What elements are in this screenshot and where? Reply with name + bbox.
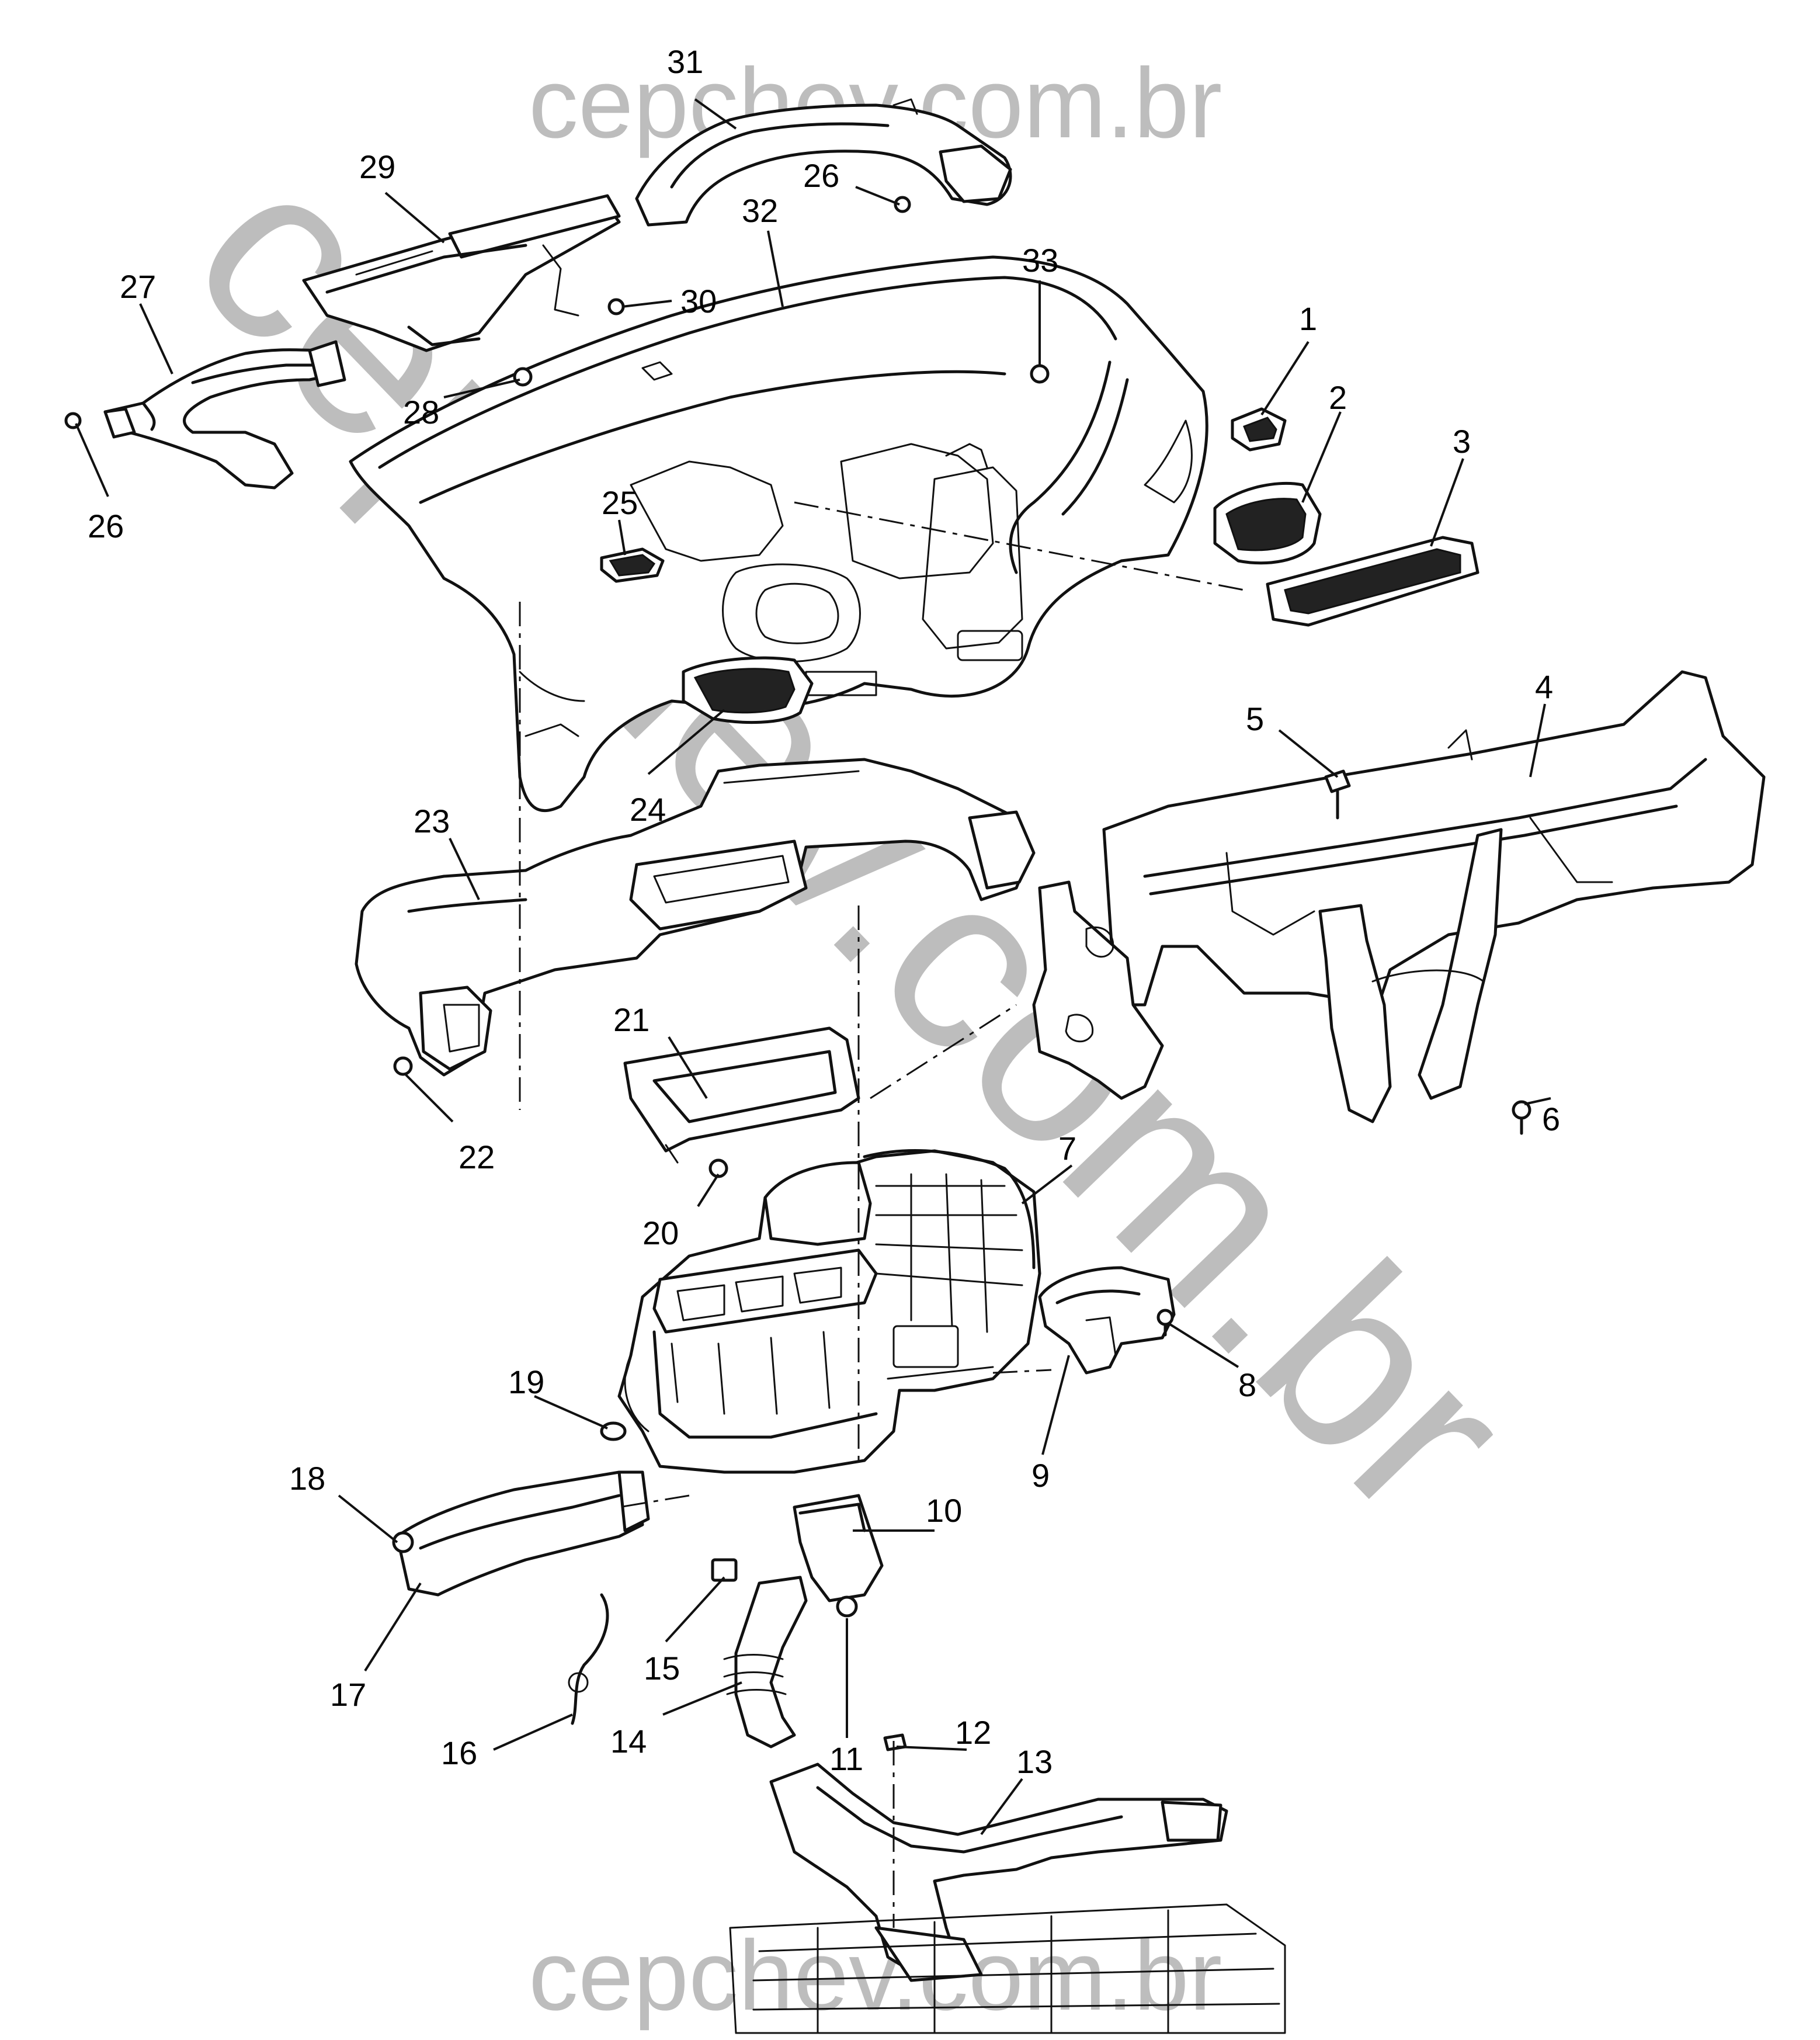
fastener-33 [1030, 364, 1050, 384]
callout-32: 32 [742, 192, 778, 229]
callout-24: 24 [630, 791, 666, 828]
callout-labels: 1 2 3 4 5 6 7 8 9 10 11 12 13 14 15 16 1… [88, 43, 1560, 1780]
watermark-bottom: cepchev.com.br [529, 1920, 1222, 2031]
defroster-duct-right [635, 98, 1012, 227]
left-air-outlet [682, 656, 814, 724]
callout-14: 14 [610, 1723, 647, 1760]
upper-heater-duct [623, 1026, 860, 1164]
side-window-defrost-outlet [600, 547, 665, 583]
callout-2: 2 [1329, 379, 1347, 416]
rear-floor-duct [769, 1763, 1228, 1982]
callout-15: 15 [644, 1650, 680, 1687]
callout-18: 18 [289, 1460, 325, 1497]
left-rear-floor-duct [395, 1470, 650, 1597]
callout-25: 25 [602, 484, 638, 521]
fastener-11 [836, 1595, 858, 1618]
fastener-18 [392, 1531, 414, 1553]
instrument-panel [349, 255, 1208, 813]
floor-pan [729, 1903, 1286, 2034]
fastener-6 [1512, 1100, 1531, 1135]
callout-6: 6 [1542, 1101, 1560, 1137]
center-air-outlet [1266, 536, 1479, 627]
callout-27: 27 [120, 268, 156, 305]
alignment-lines [519, 501, 1245, 1928]
fastener-22 [393, 1056, 413, 1076]
callout-22: 22 [459, 1139, 495, 1175]
callout-26-right: 26 [803, 157, 839, 194]
rear-floor-duct-extension [723, 1576, 808, 1748]
callout-31: 31 [667, 43, 703, 80]
callout-19: 19 [508, 1364, 544, 1400]
callout-13: 13 [1016, 1743, 1053, 1780]
callout-26-left: 26 [88, 508, 124, 544]
center-outlet-duct [302, 194, 621, 352]
hvac-module [617, 1149, 1041, 1474]
callout-17: 17 [330, 1676, 366, 1713]
center-floor-duct-adapter [793, 1494, 884, 1602]
side-window-outlet [1231, 407, 1287, 452]
callout-8: 8 [1238, 1366, 1256, 1403]
right-floor-duct [1038, 1266, 1176, 1375]
left-outlet-duct [103, 340, 346, 490]
callout-30: 30 [680, 283, 717, 320]
nut-20 [708, 1158, 728, 1178]
leader-lines [75, 98, 1551, 1836]
callout-20: 20 [642, 1215, 679, 1251]
callout-9: 9 [1031, 1457, 1050, 1494]
callout-5: 5 [1246, 700, 1264, 737]
callout-7: 7 [1058, 1130, 1076, 1167]
fastener-28 [513, 367, 533, 387]
callout-10: 10 [926, 1492, 962, 1529]
callout-12: 12 [955, 1714, 991, 1751]
callout-3: 3 [1453, 423, 1471, 460]
fastener-30 [607, 298, 625, 315]
cross-car-beam [1032, 670, 1766, 1123]
callout-4: 4 [1535, 668, 1553, 705]
callout-21: 21 [613, 1001, 649, 1038]
fastener-26-right [894, 196, 911, 213]
callout-28: 28 [403, 394, 439, 431]
callout-16: 16 [441, 1734, 477, 1771]
clip-15 [711, 1558, 738, 1582]
drain-hose-16 [568, 1593, 609, 1725]
callout-11: 11 [829, 1740, 863, 1777]
callout-23: 23 [414, 803, 450, 839]
lower-floor-duct [355, 758, 1036, 1077]
fastener-5 [1324, 769, 1351, 820]
callout-33: 33 [1022, 242, 1058, 279]
fastener-8 [1156, 1309, 1174, 1337]
right-air-outlet [1213, 481, 1322, 565]
callout-29: 29 [359, 148, 395, 185]
seal-19 [600, 1421, 627, 1441]
callout-1: 1 [1299, 300, 1317, 337]
